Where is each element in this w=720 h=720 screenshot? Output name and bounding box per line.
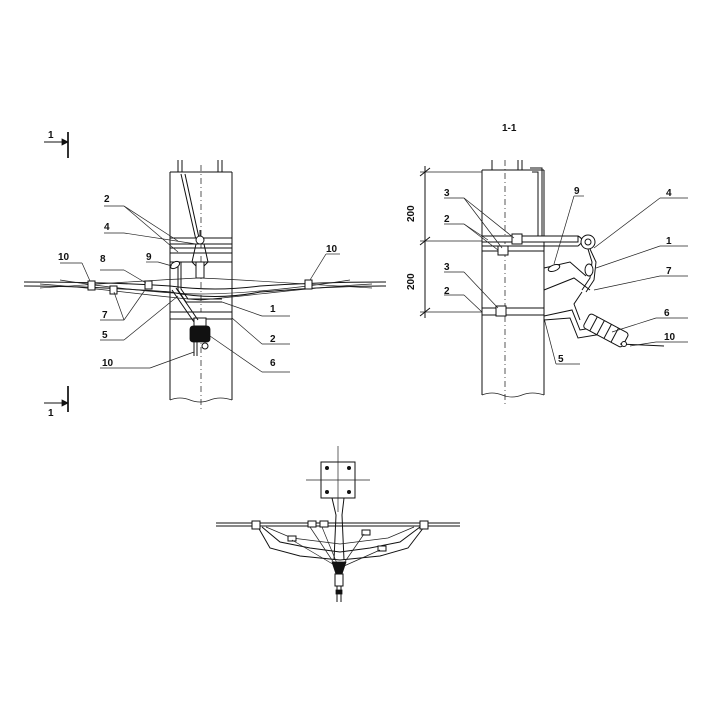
front-clamp-left-2 [109, 285, 118, 295]
front-label-2b: 2 [270, 334, 276, 345]
plan-clamp-left [251, 520, 261, 530]
plan-view [216, 446, 460, 602]
section-mark-top-label: 1 [48, 130, 54, 141]
side-upper-band [481, 233, 583, 256]
side-outgoing-wire [619, 343, 665, 347]
front-label-4: 4 [104, 222, 110, 233]
side-pole [481, 160, 545, 405]
plan-pole-section [306, 446, 370, 512]
side-label-2b: 2 [444, 286, 450, 297]
front-drop-wire [171, 289, 195, 323]
dim-lower: 200 [406, 273, 417, 290]
front-label-6: 6 [270, 358, 276, 369]
front-clamp-left [87, 280, 96, 291]
side-label-7: 7 [666, 266, 672, 277]
plan-drop-lines [291, 526, 381, 567]
front-label-5: 5 [102, 330, 108, 341]
plan-connector-3 [287, 535, 297, 542]
dim-upper: 200 [406, 205, 417, 222]
section-marker-bottom: 1 [44, 386, 69, 419]
side-lower-band [481, 305, 545, 317]
front-label-9: 9 [146, 252, 152, 263]
front-top-bolts [177, 160, 223, 172]
front-label-7: 7 [102, 310, 108, 321]
front-clamp-mid [144, 280, 153, 290]
front-label-2a: 2 [104, 194, 110, 205]
plan-insulator [331, 561, 347, 602]
front-label-1: 1 [270, 304, 276, 315]
side-view-title: 1-1 [502, 123, 517, 134]
side-label-3a: 3 [444, 188, 450, 199]
side-dimensions: 200 200 [406, 166, 482, 318]
side-label-5: 5 [558, 354, 564, 365]
side-label-3b: 3 [444, 262, 450, 273]
section-marker-top: 1 [44, 130, 69, 158]
plan-connector-4 [361, 529, 371, 536]
front-ground-wire [180, 173, 197, 241]
side-label-4: 4 [666, 188, 672, 199]
front-ground-wire-2 [184, 173, 200, 239]
section-mark-bottom-label: 1 [48, 408, 54, 419]
front-cable-bundle [23, 277, 387, 301]
front-suspension-clamp [191, 230, 209, 279]
plan-connector-5 [377, 545, 387, 552]
front-label-10c: 10 [102, 358, 114, 369]
side-leaders [444, 195, 688, 365]
front-label-10b: 10 [326, 244, 338, 255]
plan-connector-1 [307, 520, 317, 528]
plan-bracket [331, 497, 337, 561]
side-view: 1-1 200 200 [406, 123, 688, 405]
front-label-10a: 10 [58, 252, 70, 263]
front-label-8: 8 [100, 254, 106, 265]
front-clamp-right [304, 279, 313, 290]
plan-clamp-right [419, 520, 429, 530]
side-label-10: 10 [664, 332, 676, 343]
front-leaders [60, 205, 340, 373]
side-hook-assembly [543, 234, 605, 339]
plan-connector-2 [319, 520, 329, 528]
front-connector [169, 260, 181, 270]
front-insulator [189, 317, 211, 356]
front-view: 2 4 9 8 10 10 7 5 10 1 2 6 [23, 160, 387, 410]
side-label-9: 9 [574, 186, 580, 197]
side-label-1: 1 [666, 236, 672, 247]
side-ground-wire [530, 167, 543, 236]
side-label-6: 6 [664, 308, 670, 319]
side-label-2a: 2 [444, 214, 450, 225]
